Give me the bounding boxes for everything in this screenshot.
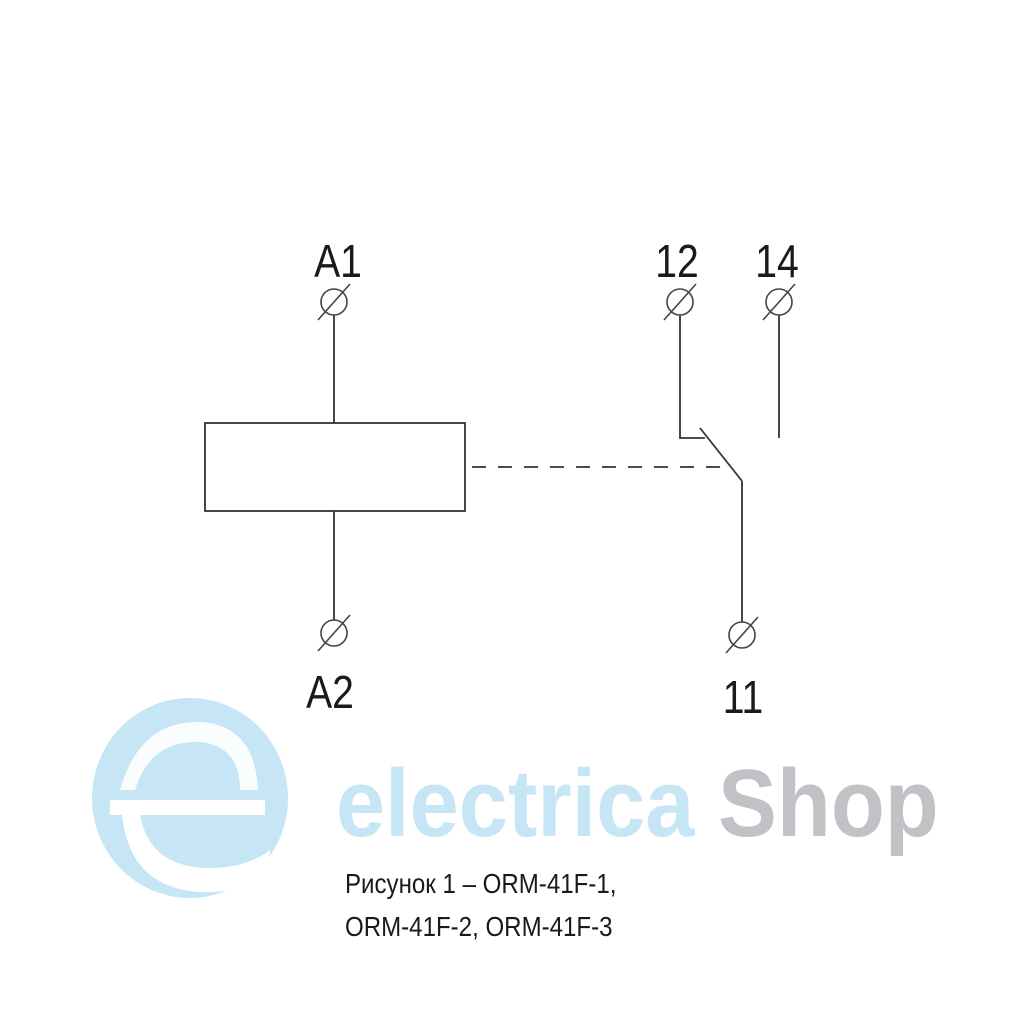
relay-coil xyxy=(204,422,466,512)
logo-e-mark-icon xyxy=(92,698,288,898)
label-12: 12 xyxy=(655,236,698,288)
electricashop-logo: electrica Shop xyxy=(92,698,939,898)
label-11: 11 xyxy=(723,672,764,724)
terminal-a2-icon xyxy=(317,614,351,652)
terminal-14-icon xyxy=(762,283,796,321)
logo-text-electrica: electrica xyxy=(336,750,695,857)
caption-line-1: Рисунок 1 – ORM-41F-1, xyxy=(345,867,616,899)
label-a1: A1 xyxy=(314,236,362,288)
switch-contact xyxy=(699,427,743,482)
terminal-11-icon xyxy=(725,616,759,654)
label-a2: A2 xyxy=(306,667,354,719)
wire-12 xyxy=(679,315,705,439)
terminal-a1-icon xyxy=(317,283,351,321)
label-14: 14 xyxy=(755,236,798,288)
caption-line-2: ORM-41F-2, ORM-41F-3 xyxy=(345,910,613,942)
terminal-12-icon xyxy=(663,283,697,321)
logo-text-shop: Shop xyxy=(718,750,939,857)
